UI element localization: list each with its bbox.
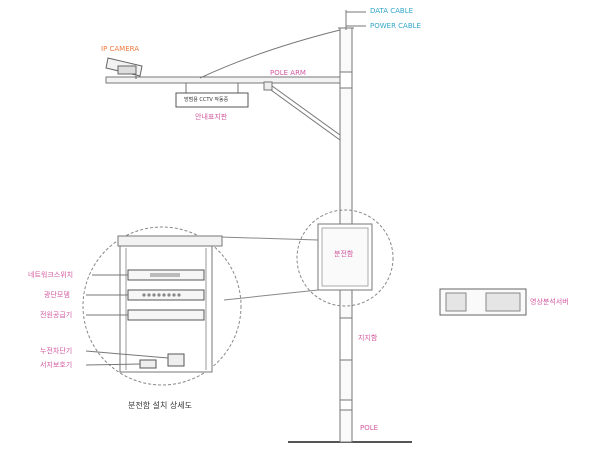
box-label: 지지함 [358,334,378,342]
detail-cabinet-top [117,235,223,247]
leader-surge [85,363,141,366]
optical-modem-leds [142,293,181,297]
analyzer-panel-right [485,292,521,312]
breaker-label: 누전차단기 [40,347,73,355]
surge-protector-unit [139,359,157,369]
sign-board [175,92,249,108]
data-cable-label: DATA CABLE [370,7,414,15]
cabinet-zoom-circle [296,209,394,307]
network-switch-label: 네트워크스위치 [28,271,74,279]
surge-protector-label: 서지보호기 [40,361,73,369]
sign-caption: 안내표지판 [195,113,228,121]
cabinet-label: 분전함 [334,250,354,258]
optical-modem-label: 광단모뎀 [44,291,70,299]
pole-arm-bracket [263,81,273,91]
power-supply-label: 전원공급기 [40,311,73,319]
pole-arm-label: POLE ARM [270,69,306,77]
detail-cabinet-body [119,245,213,373]
detail-caption: 분전함 설치 상세도 [128,401,192,410]
leader-breaker [85,350,169,359]
camera-cable [199,29,341,79]
pole-marker [339,71,353,89]
ip-camera-label: IP CAMERA [101,45,140,53]
pole-arm-brace-bottom [263,84,341,141]
network-switch-ports [150,273,180,277]
pole-arm-brace-top [267,82,341,136]
pole-arm [105,76,343,84]
zoom-connector-bottom [223,289,319,301]
pole-label: POLE [360,424,379,432]
optical-modem-unit [127,289,205,301]
power-supply-unit [127,309,205,321]
lower-box [339,317,353,361]
pole-base-plate [339,399,353,411]
power-cable-label: POWER CABLE [370,22,421,30]
zoom-connector-top [219,236,319,241]
cabinet-door [321,227,369,287]
analyzer-panel-left [445,292,467,312]
detail-circle [82,226,242,386]
ip-camera-icon [105,57,143,79]
sign-text: 방범용 CCTV 작동중 [184,97,229,103]
analyzer-label: 영상분석서버 [530,298,569,306]
breaker-unit [167,353,185,367]
